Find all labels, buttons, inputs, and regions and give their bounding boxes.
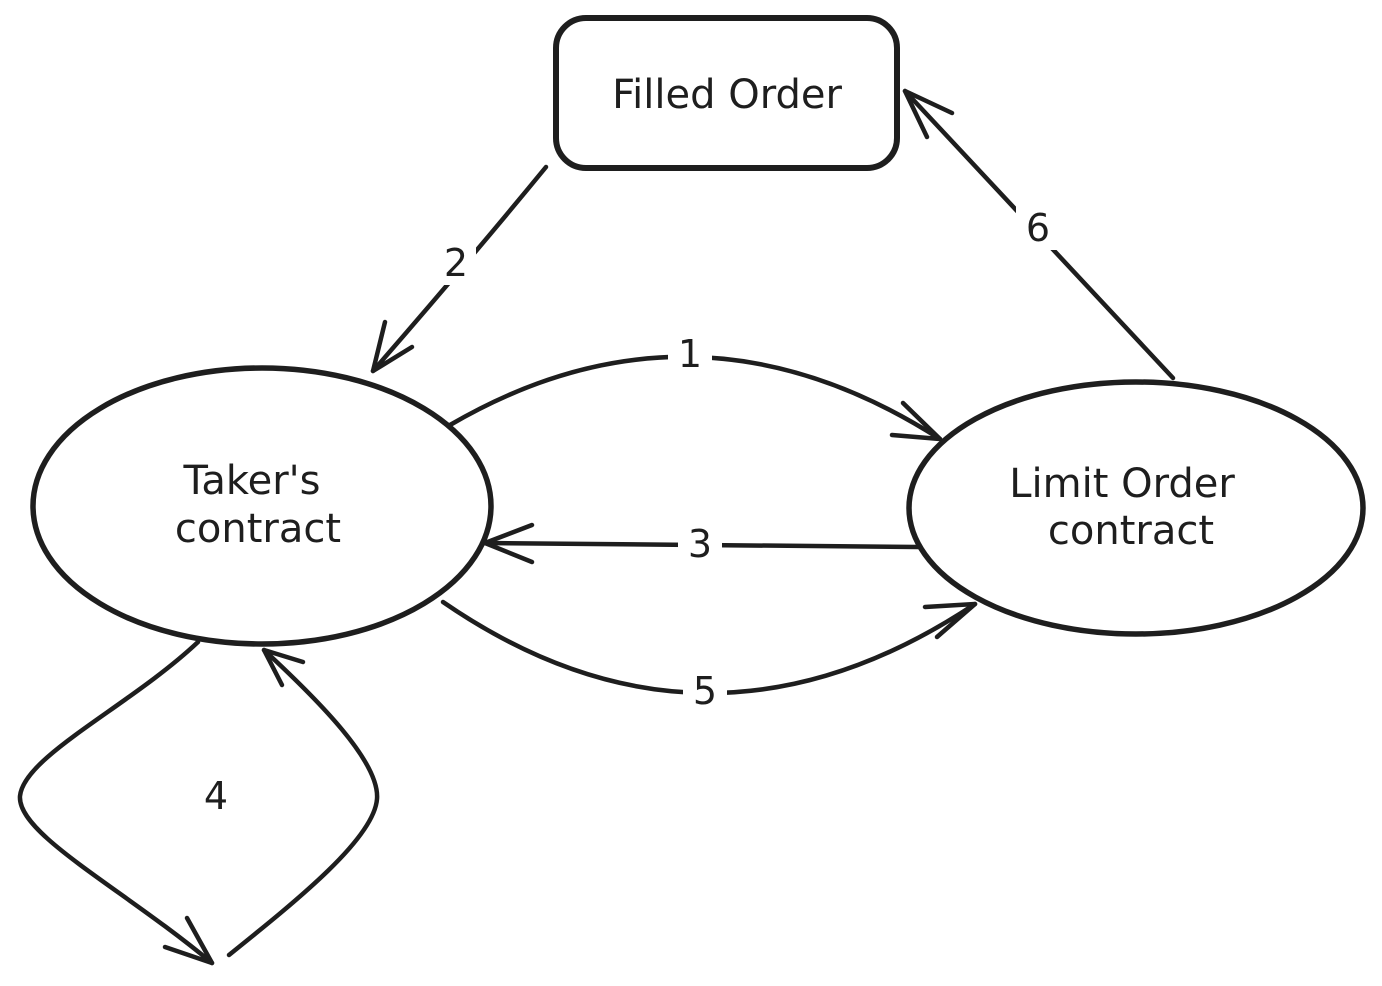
edge-6-arrowhead: [902, 88, 955, 140]
edge-2-label: 2: [444, 241, 468, 285]
edge-6-label: 6: [1026, 206, 1050, 250]
edge-4-loop-up-arrowhead: [261, 647, 306, 688]
edge-5-arrowhead: [922, 601, 978, 640]
limit-order-contract-shape[interactable]: [906, 379, 1366, 637]
takers-contract-label-line1: Taker's: [183, 458, 321, 504]
edge-3-label-bg: [678, 522, 722, 566]
edge-6[interactable]: 6: [902, 88, 1176, 381]
edge-6-label-bg: [1016, 206, 1060, 250]
limit-order-contract-label-line2: contract: [1048, 508, 1214, 554]
takers-contract-shape[interactable]: [30, 365, 494, 647]
edge-3-arrowhead: [482, 522, 535, 565]
edge-4-loop-up-line[interactable]: [226, 647, 380, 958]
edge-4-loop-down-line[interactable]: [17, 639, 215, 966]
edge-1-arrowhead: [889, 400, 943, 442]
edge-2-label-bg: [436, 241, 476, 285]
edge-1[interactable]: 1: [447, 332, 943, 442]
edge-5[interactable]: 5: [440, 599, 978, 713]
edge-2[interactable]: 2: [370, 164, 549, 374]
edge-3[interactable]: 3: [482, 522, 921, 566]
takers-contract-label-line2: contract: [175, 506, 341, 552]
node-filled-order[interactable]: Filled Order: [553, 15, 900, 171]
edge-1-label: 1: [678, 332, 702, 376]
edge-4-label: 4: [204, 774, 228, 818]
edge-2-arrowhead: [370, 319, 415, 374]
edge-4[interactable]: 4: [17, 639, 380, 966]
edge-5-label-bg: [683, 669, 727, 713]
limit-order-contract-label-line1: Limit Order: [1009, 461, 1235, 507]
node-takers-contract[interactable]: Taker's contract: [30, 365, 494, 647]
edge-5-label: 5: [693, 669, 717, 713]
filled-order-shape[interactable]: [553, 15, 900, 171]
node-limit-order-contract[interactable]: Limit Order contract: [906, 379, 1366, 637]
edge-3-label: 3: [688, 522, 712, 566]
edge-1-label-bg: [668, 332, 712, 376]
edge-4-loop-down-arrowhead: [162, 915, 215, 966]
filled-order-label: Filled Order: [612, 72, 842, 118]
